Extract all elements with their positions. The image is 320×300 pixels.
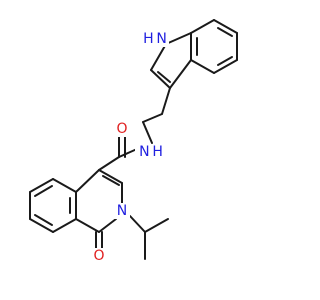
bond xyxy=(98,218,117,233)
bonds xyxy=(29,19,238,260)
bond xyxy=(29,218,54,233)
bond xyxy=(52,178,77,193)
indole-nh-label: H N xyxy=(141,31,169,47)
bond xyxy=(142,121,153,144)
bond xyxy=(150,69,171,89)
amide-oxygen-label: O xyxy=(114,121,130,137)
bond xyxy=(29,178,54,193)
bond xyxy=(34,214,53,226)
bond xyxy=(157,71,171,83)
atom-labels: H N N H O N O xyxy=(91,31,169,264)
bond xyxy=(52,218,77,233)
ring-nitrogen-label: N xyxy=(114,203,130,219)
bond xyxy=(118,148,138,158)
bond xyxy=(190,19,215,34)
bond xyxy=(217,56,233,66)
amide-oxygen-text: O xyxy=(116,121,127,137)
bond xyxy=(161,87,171,115)
lactam-oxygen-label: O xyxy=(91,248,107,264)
bond xyxy=(165,32,192,45)
bond xyxy=(217,27,233,37)
bond xyxy=(213,19,238,34)
bond xyxy=(129,215,146,233)
bond xyxy=(98,169,123,184)
bond xyxy=(169,59,192,89)
molecule-svg: H N N H O N O xyxy=(29,19,238,264)
indole-nh-text: H N xyxy=(143,31,167,47)
bond xyxy=(34,185,53,197)
bond xyxy=(190,59,215,74)
molecule-diagram: H N N H O N O xyxy=(29,19,238,264)
bond xyxy=(75,218,100,233)
lactam-oxygen-text: O xyxy=(93,248,104,264)
bond xyxy=(102,175,120,186)
bond xyxy=(75,169,100,193)
amide-nh-label: N H xyxy=(135,144,167,160)
ring-nitrogen-text: N xyxy=(117,203,127,219)
bond xyxy=(144,218,169,233)
bond xyxy=(150,43,167,71)
bond xyxy=(142,113,163,123)
bond xyxy=(98,156,120,171)
bond xyxy=(213,59,238,74)
amide-nh-text: N H xyxy=(139,144,163,160)
